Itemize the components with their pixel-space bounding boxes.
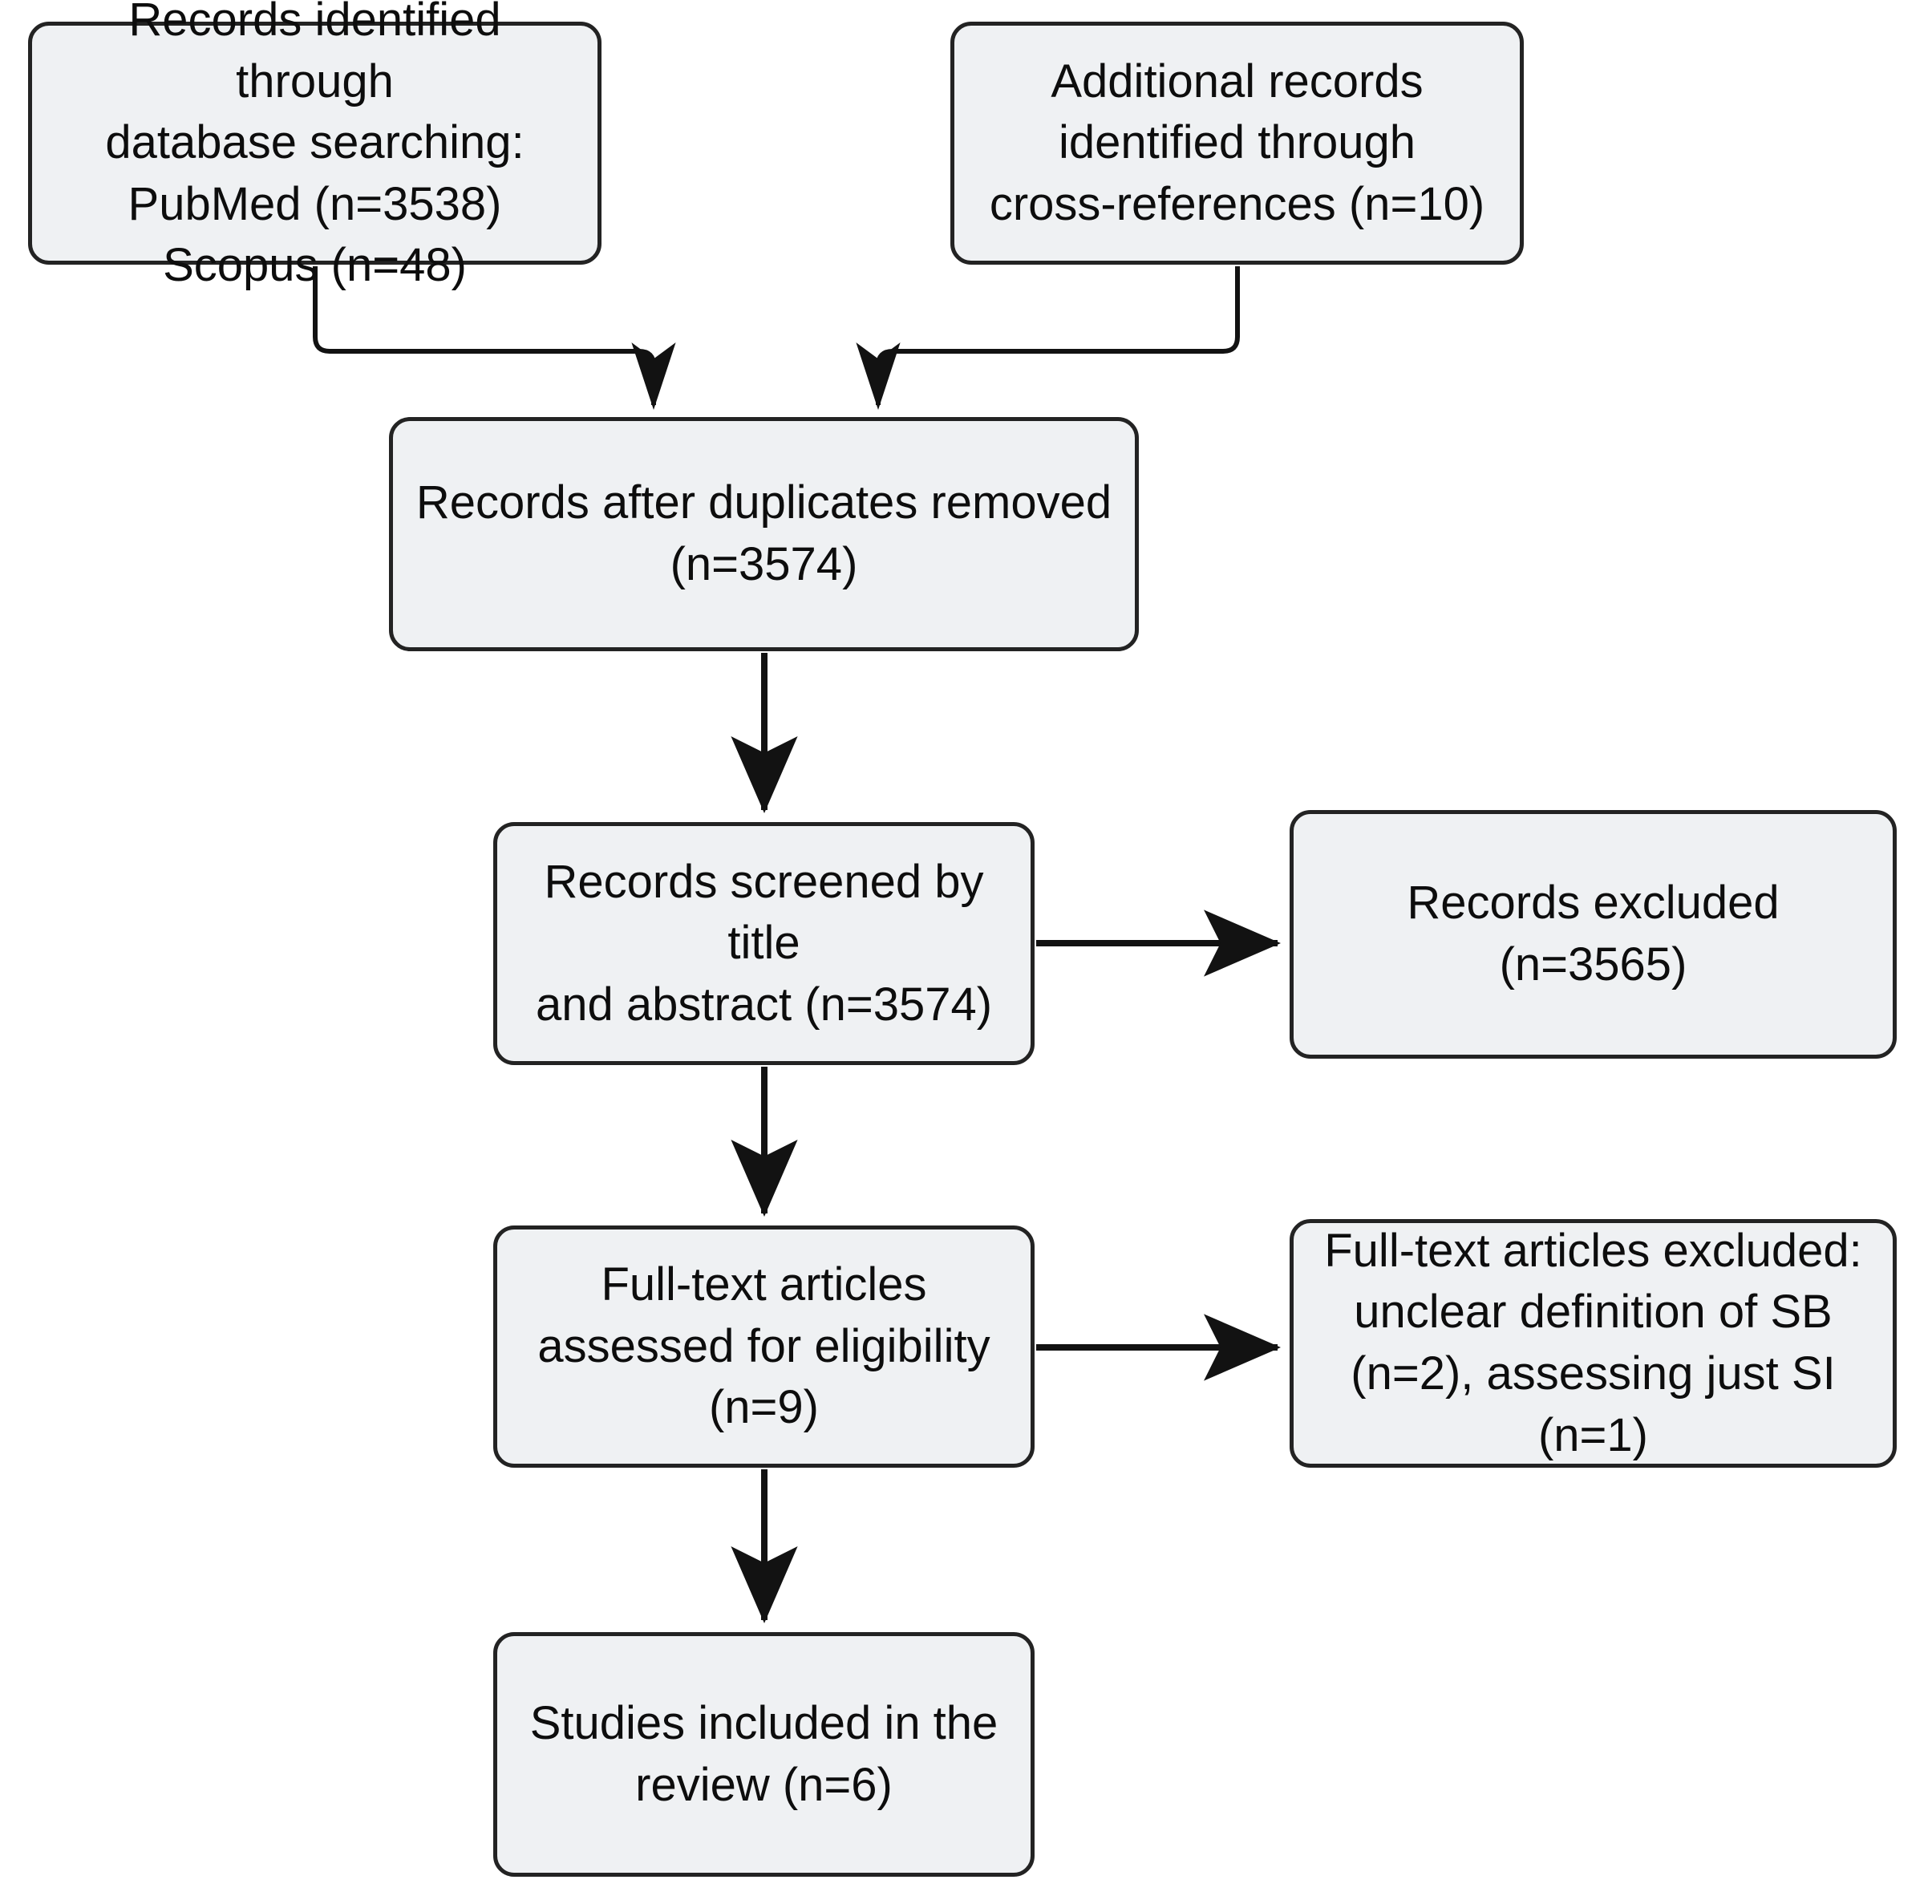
node-label: Records excluded (n=3565) bbox=[1407, 877, 1780, 990]
node-label: Full-text articles excluded: unclear def… bbox=[1324, 1224, 1862, 1461]
node-full-text-articles-excluded: Full-text articles excluded: unclear def… bbox=[1290, 1219, 1897, 1468]
node-label: Full-text articles assessed for eligibil… bbox=[537, 1258, 990, 1434]
node-records-identified-database-searching: Records identified through database sear… bbox=[28, 0, 601, 291]
node-label: Additional records identified through cr… bbox=[989, 55, 1485, 230]
node-full-text-articles-assessed: Full-text articles assessed for eligibil… bbox=[493, 1225, 1035, 1468]
edge-cross-refs-to-dedup bbox=[856, 266, 1240, 410]
node-additional-records-cross-references: Additional records identified through cr… bbox=[950, 22, 1524, 265]
node-records-after-duplicates-removed: Records after duplicates removed (n=3574… bbox=[389, 417, 1139, 651]
node-label: Records screened by title and abstract (… bbox=[535, 855, 993, 1031]
node-label: Studies included in the review (n=6) bbox=[529, 1696, 998, 1811]
node-records-excluded: Records excluded (n=3565) bbox=[1290, 810, 1897, 1059]
node-records-screened-title-abstract: Records screened by title and abstract (… bbox=[493, 822, 1035, 1065]
node-studies-included-in-review: Studies included in the review (n=6) bbox=[493, 1632, 1035, 1877]
node-label: Records identified through database sear… bbox=[105, 0, 525, 292]
node-label: Records after duplicates removed (n=3574… bbox=[415, 476, 1112, 590]
